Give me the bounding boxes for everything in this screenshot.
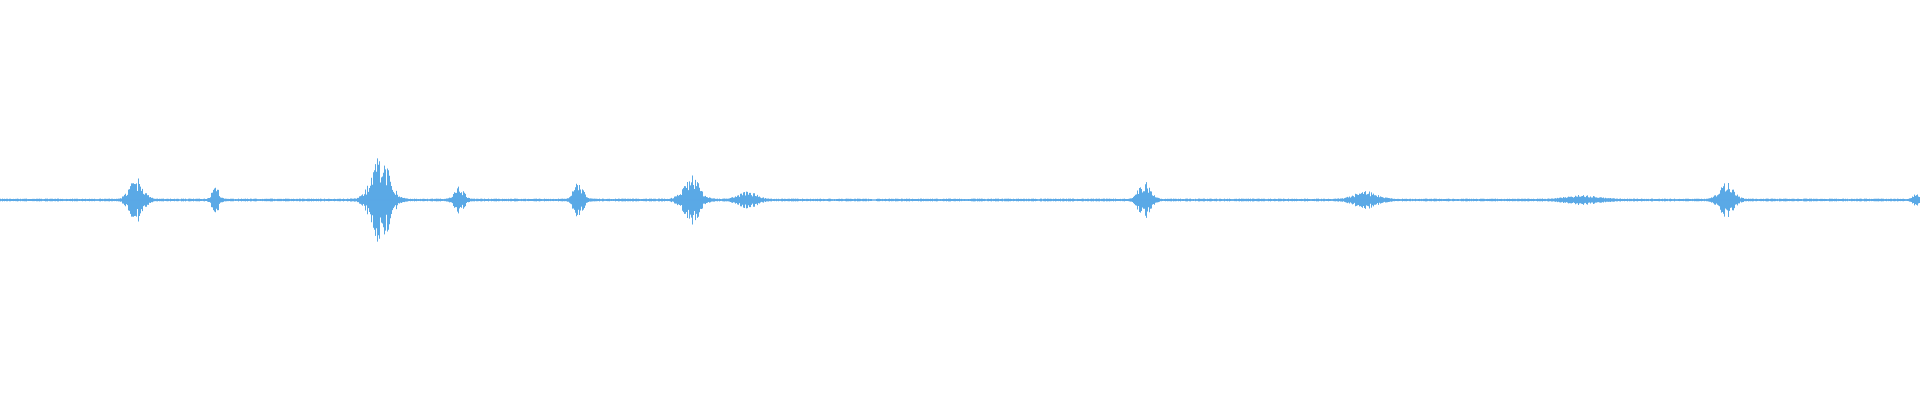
- waveform-trace: [0, 158, 1920, 242]
